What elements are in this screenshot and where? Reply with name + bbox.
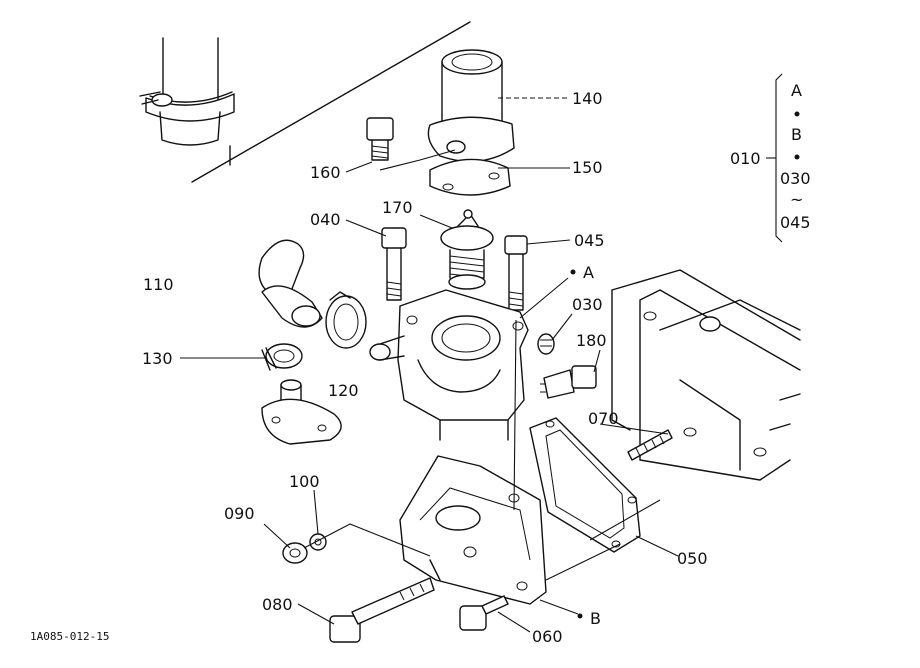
stud-070-drawing — [627, 429, 673, 461]
bolt-045-drawing — [504, 235, 528, 311]
label-040: 040 — [310, 210, 341, 229]
clamp-130-drawing — [261, 343, 303, 371]
point-b-marker — [577, 613, 583, 619]
label-140: 140 — [572, 89, 603, 108]
point-a-marker — [570, 269, 576, 275]
label-050: 050 — [677, 549, 708, 568]
nut-090-drawing — [282, 542, 308, 564]
bypass-hose-drawing — [258, 239, 323, 328]
upper-hose-drawing — [139, 37, 235, 146]
legend-range-start: 030 — [780, 169, 811, 188]
figure-code: 1A085-012-15 — [30, 630, 109, 643]
legend-dot-1 — [794, 111, 800, 117]
bolt-040-drawing — [381, 227, 407, 301]
bolt-160-drawing — [366, 117, 394, 161]
label-060: 060 — [532, 627, 563, 646]
label-110: 110 — [143, 275, 174, 294]
washer-100-drawing — [309, 533, 327, 551]
hose-clamp-drawing — [325, 291, 367, 349]
bypass-pipe-drawing — [261, 379, 342, 445]
legend-group-number: 010 — [730, 149, 761, 168]
bolt-080-drawing — [329, 577, 435, 643]
assembly-group-legend: 010 A B 030 ~ 045 — [730, 73, 811, 243]
label-100: 100 — [289, 472, 320, 491]
label-070: 070 — [588, 409, 619, 428]
label-170: 170 — [382, 198, 413, 217]
label-150: 150 — [572, 158, 603, 177]
label-b: B — [590, 609, 601, 628]
legend-range-end: 045 — [780, 213, 811, 232]
label-180: 180 — [576, 331, 607, 350]
legend-item-a: A — [791, 81, 802, 100]
label-045: 045 — [574, 231, 605, 250]
label-080: 080 — [262, 595, 293, 614]
label-120: 120 — [328, 381, 359, 400]
thermostat-housing-drawing — [369, 289, 529, 441]
plug-030-drawing — [537, 333, 555, 355]
water-outlet-drawing — [427, 49, 515, 196]
housing-flange-drawing — [399, 455, 547, 605]
label-090: 090 — [224, 504, 255, 523]
label-030: 030 — [572, 295, 603, 314]
gasket-050-drawing — [529, 417, 641, 553]
legend-item-b: B — [791, 125, 802, 144]
thermostat-170-drawing — [440, 209, 494, 290]
leader-lines — [180, 97, 679, 633]
label-130: 130 — [142, 349, 173, 368]
reference-frame-line — [191, 21, 471, 183]
legend-dot-2 — [794, 154, 800, 160]
label-a: A — [583, 263, 594, 282]
assembly-guide-lines — [303, 149, 661, 581]
label-160: 160 — [310, 163, 341, 182]
engine-block-drawing — [611, 269, 801, 481]
bolt-060-drawing — [459, 595, 509, 631]
temp-sensor-drawing — [540, 365, 597, 399]
legend-range-separator: ~ — [790, 190, 803, 209]
